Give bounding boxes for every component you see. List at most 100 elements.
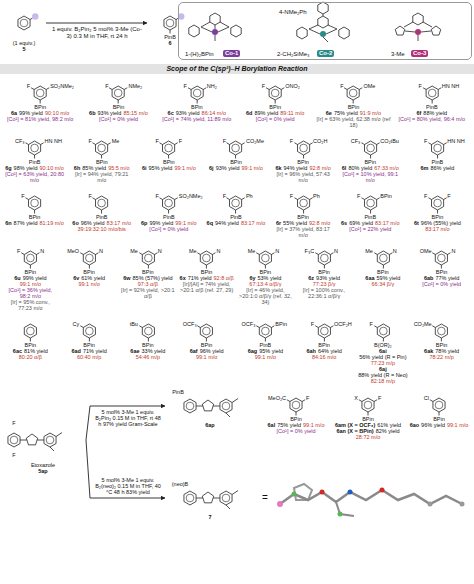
caption: 6af96% yield99:1 m/o [178,314,235,360]
atom-label: Me [365,250,373,256]
drawing-part [323,37,328,42]
yield-text: 89:11 m/o [280,110,304,116]
bond-line [315,253,318,255]
bond-line [227,198,230,200]
yield-text: 95:5 m/o [108,165,129,171]
compound-entry: B(OR)₂F6ai56% yield (R = Pin)77:23 m/p6a… [355,314,412,384]
compound-entry: BPinFF6t96% (55%) yield83:17 m/o [405,186,470,232]
yield-text: 61% yield [81,275,105,281]
atom-label: BPin [113,105,125,111]
bond-line [271,326,274,328]
catalyst-name: 1-(H)₂BPin [185,51,214,58]
yield-text: [Ir] = 46% yield, >20:1:0 α/β/γ (ref. 32… [238,287,293,305]
yield-text: [Ir] = 92% yield, >20:1 α/β [121,287,176,299]
drawing-part [215,25,216,29]
atom-label: F [12,453,15,459]
caption-line: [Ir] = 100% conv., 22:36:1 α/β/γ [296,287,353,299]
drawing-part [413,13,423,25]
compound-entry: BPinMeN6aa59% yield66:34 β/γ [355,241,412,287]
bond-line [353,100,354,104]
caption-line: 6f88% yield [394,110,470,116]
ring [29,141,41,155]
atom-label: F [370,323,373,329]
bond-line [330,253,333,255]
bond-line [428,143,431,145]
caption-line: [Co¹] = 0% yield [413,281,470,287]
compound-number: 6b [89,110,95,116]
compound-entry: BPinMeON6v61% yield99:1 m/o [61,241,118,287]
yield-text: 91:9 m/o [360,110,381,116]
bond-line [93,198,96,200]
aromatic-circle [10,436,18,444]
bond-line [423,88,426,90]
caption-line: 6c93% yield86:14 m/o [159,110,235,116]
catalyst-name: 2-CH₂SiMe₃ [277,51,309,58]
yield-text: 93% yield [316,275,340,281]
aromatic-circle [166,19,174,27]
yield-text: [Co¹] = 0% yield [277,428,316,434]
catalyst-name: 4-NMe₂Ph [279,9,307,16]
yield-text: 75% yield [334,110,358,116]
bond-line [309,143,312,145]
bond-line [303,210,304,214]
yield-text: Etoxazole [31,462,55,468]
aromatic-circle [144,327,152,335]
compound-number: 6ag [248,348,257,354]
yield-text: 80% yield [348,165,372,171]
substituent-dot [178,13,184,19]
drawing-part [336,502,354,516]
yield-text: 53% yield [258,275,282,281]
bond-line [302,400,305,402]
compound-number: 6al [268,422,276,428]
compound-number: 6d [246,110,252,116]
caption-line: 5ap [2,468,84,474]
yield-text: 93% yield [216,165,240,171]
aromatic-circle [299,199,307,207]
compound-entry: BPinFPh6r55% yield92:8 m/o[Ir] = 37% yie… [271,186,336,238]
bond-line [188,88,191,90]
atom-label: F [290,195,293,201]
aromatic-circle [438,254,446,262]
yield-text: 67:33 m/o [374,165,398,171]
compound-number: 6c [168,110,174,116]
yield-text: 69% yield [349,220,373,226]
atom-label: F [378,397,381,403]
compound-entry: PinBFPh6q94% yield83:17 m/o [203,186,268,226]
aromatic-circle [222,402,230,410]
compound-entry: BPinFONO₂6d89% yield89:11 m/o[Co¹] = 0% … [237,76,313,122]
caption: 6q94% yield83:17 m/o [203,186,268,226]
compound-number: 6ak [424,348,433,354]
bond-line [271,253,274,255]
compound-entry: BPinCl6ao96% yield99:1 m/o [406,388,472,428]
compound-number: 6l [342,165,347,171]
caption-line: 6w85% (57%) yield97:3 α/β [120,275,177,287]
ring [436,324,448,338]
aromatic-circle [434,199,442,207]
ring [318,324,330,338]
aromatic-circle [232,144,240,152]
reaction-conditions: 1 equiv. B₂Pin₂ 5 mol% 3-Me (Co-3) 0.3 M… [50,26,144,40]
caption: 6m86% yield [405,131,470,171]
caption-line: [Co¹] = 0% yield [262,428,330,434]
atom-label: PinB [230,215,242,221]
bond-line [21,253,24,255]
atom-label: BPin [297,160,309,166]
bond-line [46,88,49,90]
drawing-part [297,27,307,39]
compound-entry: BPinMeN6x71% yield92:8 α/β[Ir]/[Al] = 74… [178,241,235,293]
caption: 6v61% yield99:1 m/o [61,241,118,287]
structure-drawing [4,6,44,40]
bond-line [438,88,441,90]
ring [142,324,154,338]
caption-line: 6ao96% yield99:1 m/o [406,422,472,428]
bond-line [437,155,438,159]
ring [29,196,41,210]
aromatic-circle [379,327,387,335]
aromatic-circle [203,327,211,335]
atom-label: BPin [432,215,444,221]
caption-line: 6e75% yield91:9 m/o [315,110,391,116]
bond-line [34,155,35,159]
caption-line: 6h85% yield95:5 m/o [69,165,134,171]
bond-line [309,198,312,200]
caption: 6n87% yield81:19 m/o [2,186,67,226]
